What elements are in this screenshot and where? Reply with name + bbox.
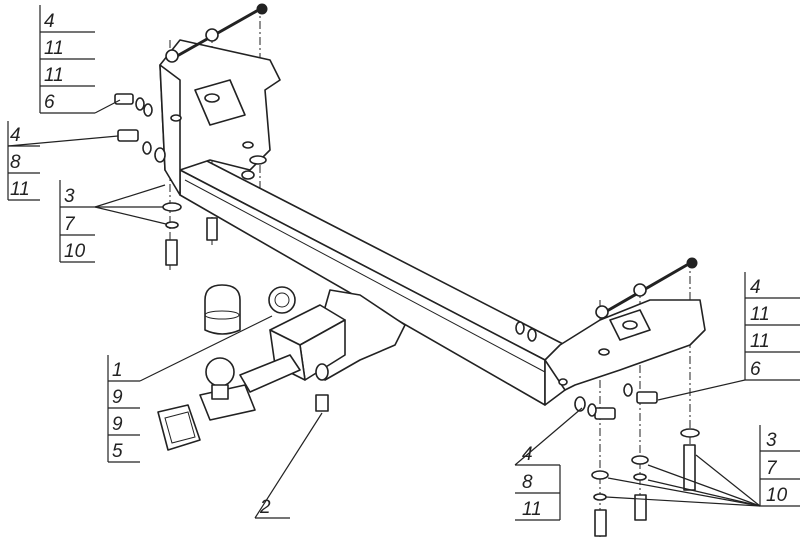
callout-label: 6 xyxy=(750,359,761,380)
callout-label: 4 xyxy=(522,444,533,465)
socket-plug xyxy=(157,404,201,451)
callout-label: 11 xyxy=(750,304,770,325)
callout-label: 4 xyxy=(750,277,761,298)
callout-label: 4 xyxy=(10,125,21,146)
ball-mount-assembly xyxy=(199,286,406,421)
callout-label: 8 xyxy=(522,472,533,493)
right-mounting-bracket xyxy=(544,299,706,391)
top-studs xyxy=(165,3,698,319)
callout-ball-assembly: 1 9 9 5 xyxy=(107,315,273,463)
callout-label: 9 xyxy=(112,387,123,408)
callout-top-left-bolt: 4 11 11 6 xyxy=(39,5,121,114)
callout-label: 4 xyxy=(44,11,55,32)
callout-label: 1 xyxy=(112,360,123,381)
callout-label: 3 xyxy=(766,430,777,451)
callout-label: 7 xyxy=(64,214,76,235)
callout-label: 10 xyxy=(766,485,788,506)
callout-label: 5 xyxy=(112,441,123,462)
callout-label: 11 xyxy=(44,65,64,86)
right-fasteners xyxy=(515,321,700,537)
callout-label: 9 xyxy=(112,414,123,435)
callout-label: 10 xyxy=(64,241,86,262)
cross-beam xyxy=(179,159,566,406)
callout-label: 11 xyxy=(750,331,770,352)
callout-right-bolt: 4 11 11 6 xyxy=(657,272,800,401)
ball-cover xyxy=(204,284,241,335)
callout-left-washers: 3 7 10 xyxy=(59,180,167,263)
callout-label: 11 xyxy=(44,38,64,59)
callout-label: 11 xyxy=(10,179,30,200)
left-fasteners xyxy=(114,93,267,266)
left-mounting-bracket xyxy=(159,39,281,196)
callout-bottom-mid-bolt: 4 8 11 xyxy=(514,407,583,521)
callout-label: 6 xyxy=(44,92,55,113)
callout-left-bolt: 4 8 11 xyxy=(7,121,119,201)
callout-label: 2 xyxy=(259,497,271,518)
callout-label: 3 xyxy=(64,186,75,207)
callout-right-washers: 3 7 10 xyxy=(605,425,800,507)
callout-bottom-bolt: 2 xyxy=(254,412,323,519)
callout-label: 7 xyxy=(766,458,778,479)
callout-label: 11 xyxy=(522,499,542,520)
callout-label: 8 xyxy=(10,152,21,173)
